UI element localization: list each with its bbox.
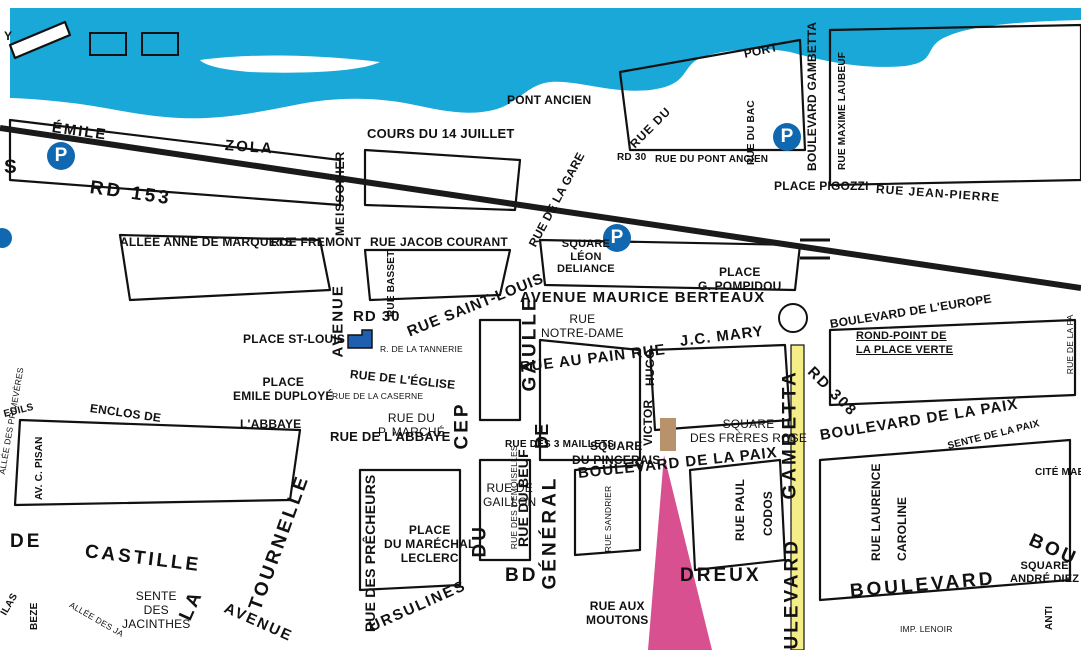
railway-line bbox=[0, 125, 1081, 291]
label-rue-sandrier: RUE SANDRIER bbox=[602, 485, 613, 553]
label-labbaye-1: L'ABBAYE bbox=[240, 417, 302, 431]
rail-bridge bbox=[800, 238, 830, 260]
label-r-tannerie: R. DE LA TANNERIE bbox=[380, 344, 463, 354]
label-rue-fremont: RUE FREMONT bbox=[271, 235, 362, 249]
city-blocks bbox=[8, 20, 1081, 602]
label-rue-des-demoiselles: RUE DES DEMOISELLES bbox=[508, 445, 519, 550]
highlighted-street bbox=[790, 344, 805, 650]
label-av-c-pisan: AV. C. PISAN bbox=[34, 436, 45, 500]
label-rue-des-3-maillets: RUE DES 3 MAILLETS bbox=[505, 439, 615, 450]
label-beze: BEZE bbox=[29, 602, 40, 630]
label-caroline: CAROLINE bbox=[895, 496, 909, 561]
river-building-2 bbox=[141, 32, 179, 56]
target-building bbox=[660, 418, 676, 451]
label-allee-anne: ALLÉE ANNE DE MARQUETS bbox=[120, 235, 293, 249]
label-cours-14-juillet: COURS DU 14 JUILLET bbox=[367, 126, 515, 141]
label-dreux-bottom: DREUX bbox=[680, 565, 762, 586]
label-square-pincerais: SQUARE DU PINCERAIS bbox=[572, 439, 661, 467]
label-y: Y bbox=[4, 29, 13, 43]
label-rue-aux-moutons: RUE AUX MOUTONS bbox=[586, 599, 649, 627]
label-rd30-top: RD 30 bbox=[617, 152, 647, 163]
label-cite-mabi: CITÉ MABI bbox=[1035, 467, 1081, 478]
label-rue-jacob: RUE bbox=[370, 235, 396, 249]
label-rue-paul: RUE PAUL bbox=[733, 478, 747, 541]
label-de-gaulle: DE bbox=[532, 423, 552, 449]
island-shape bbox=[200, 55, 380, 73]
label-gaulle: GAULLE bbox=[519, 295, 541, 392]
label-zola: ZOLA bbox=[224, 137, 275, 158]
parking-icon: P bbox=[773, 123, 801, 151]
label-meissonier: MEISSONIER bbox=[333, 150, 347, 236]
label-de-left: DE bbox=[10, 531, 43, 552]
label-rue-de-labbaye: RUE DE L'ABBAYE bbox=[330, 429, 451, 444]
label-rd30: RD 30 bbox=[353, 308, 401, 325]
label-s: S bbox=[4, 157, 20, 178]
label-jacob-courant: JACOB COURANT bbox=[400, 235, 508, 249]
label-anti: ANTI bbox=[1044, 605, 1055, 630]
parking-icon: P bbox=[603, 224, 631, 252]
label-hugo: HUGO bbox=[643, 349, 657, 386]
label-general: GÉNÉRAL bbox=[539, 475, 561, 590]
label-square-andre-diez: SQUARE ANDRÉ DIEZ bbox=[1010, 560, 1080, 585]
label-rue-la-pa: RUE DE LA PA bbox=[1064, 314, 1075, 375]
label-place-marechal: PLACE DU MARÉCHAL LECLERC bbox=[384, 523, 476, 565]
label-square-freres-rose: SQUARE DES FRÈRES ROSE bbox=[690, 417, 808, 445]
label-sente-jacinthes: SENTE DES JACINTHES bbox=[122, 589, 191, 631]
label-codos: CODOS bbox=[761, 490, 775, 536]
label-pont-ancien: PONT ANCIEN bbox=[507, 93, 592, 107]
river-building-1 bbox=[89, 32, 127, 56]
label-rue-notre-dame: RUE NOTRE-DAME bbox=[541, 312, 624, 340]
label-victor: VICTOR bbox=[641, 399, 655, 446]
label-rue-pont-ancien: RUE DU PONT ANCIEN bbox=[655, 154, 769, 165]
label-rue-laurence: RUE LAURENCE bbox=[869, 463, 883, 561]
label-rue-maxime-laubeuf: RUE MAXIME LAUBEUF bbox=[837, 51, 848, 170]
label-rue-de-la-caserne: RUE DE LA CASERNE bbox=[332, 391, 424, 401]
label-place-st-louis: PLACE ST-LOUIS bbox=[243, 332, 346, 346]
roundabout bbox=[778, 303, 808, 333]
label-bd-bottom: BD bbox=[505, 565, 539, 586]
label-place-emile-duploye: PLACE EMILE DUPLOYÉ bbox=[233, 375, 334, 403]
label-avenue-vertical: AVENUE bbox=[329, 284, 347, 358]
label-bd-gambetta-top: BOULEVARD GAMBETTA bbox=[805, 21, 819, 171]
label-cep: CEP bbox=[451, 401, 473, 450]
label-gambetta: GAMBETTA bbox=[779, 369, 801, 500]
tannerie-building bbox=[347, 329, 373, 349]
label-place-pompidou: PLACE G. POMPIDOU bbox=[698, 265, 782, 293]
label-ulevard: ULEVARD bbox=[781, 538, 803, 650]
label-maurice-berteaux: AVENUE MAURICE BERTEAUX bbox=[520, 289, 766, 306]
label-rue-du-p-marche: RUE DU P. MARCHÉ bbox=[378, 411, 445, 439]
label-rue-des-precheurs: RUE DES PRÊCHEURS bbox=[362, 474, 378, 632]
label-place-pigozzi: PLACE PIGOZZI bbox=[774, 179, 869, 193]
parking-icon: P bbox=[47, 142, 75, 170]
label-rond-point: ROND-POINT DE LA PLACE VERTE bbox=[856, 330, 954, 356]
river-seine bbox=[10, 8, 1081, 119]
location-pointer-icon bbox=[648, 455, 712, 650]
label-square-leon: SQUARE LÉON DELIANCE bbox=[557, 238, 615, 276]
label-imp-lenoir: IMP. LENOIR bbox=[900, 624, 953, 634]
label-rue-de-gaillon: RUE DE GAILLON bbox=[483, 481, 537, 509]
parking-edge-marker bbox=[0, 228, 12, 248]
